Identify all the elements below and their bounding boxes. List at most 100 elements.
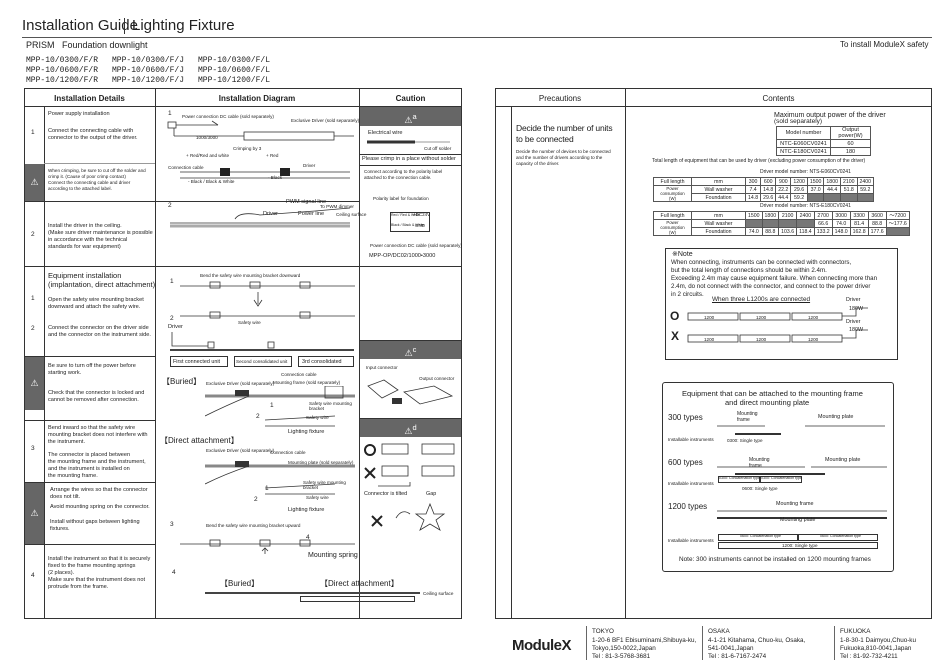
mp-h1: Output power(W) — [830, 126, 871, 140]
title-right: Lighting Fixture — [132, 17, 235, 34]
model-0-1: MPP-10/0300/F/J — [112, 56, 185, 65]
t2-ww3 — [796, 219, 815, 228]
right-col-divider — [625, 88, 626, 619]
mp-r0c1: 60 — [830, 139, 871, 148]
direct-n2: 2 — [254, 496, 258, 503]
t1-fd1: 29.6 — [760, 193, 777, 202]
t1-l5: 1800 — [823, 177, 841, 186]
step2-line-2: in accordance with the technical — [48, 237, 128, 243]
t2-ww2 — [778, 219, 798, 228]
step4-l0: Install the instrument so that it is sec… — [48, 556, 151, 562]
equip-300-i: 0300: Single type — [727, 438, 763, 443]
step2-line-0: Install the driver in the ceiling. — [48, 223, 122, 229]
diag3-mount-spring: Mounting spring — [308, 552, 358, 559]
t2-ww: Wall washer — [691, 219, 746, 228]
equip-1200-drawing — [717, 510, 887, 519]
office-osaka-l0: 4-1-21 Kitahama, Chuo-ku, Osaka, — [708, 637, 806, 644]
step1-num: 1 — [31, 129, 35, 136]
t2-full: Full length — [653, 211, 692, 220]
second-unit-box — [234, 356, 292, 367]
col-precautions-header: Precautions — [538, 94, 582, 103]
step3-warn-c0: Install without gaps between lighting — [50, 519, 140, 525]
total-len-title: Total length of equipment that can be us… — [652, 158, 866, 164]
ca-connect-1: attached to the connection cable. — [364, 175, 432, 180]
step1-line-0: Power supply installation — [48, 111, 110, 117]
cc-input: Input connector — [366, 365, 398, 370]
direct-safety-wire: Safety wire — [306, 495, 329, 500]
step3-b2: and the instrument is installed on — [48, 466, 130, 472]
warn2-l1-0: Be sure to turn off the power before — [48, 363, 136, 369]
office-osaka-l2: Tel : 81-6-7167-2474 — [708, 653, 767, 660]
note-l3: 2.4m, do not connect with the connector,… — [671, 283, 871, 290]
direct-drawing — [205, 461, 355, 495]
first-unit: First connected unit — [173, 359, 221, 365]
t1-ww1: 14.8 — [760, 185, 777, 194]
equip-d2-drawing — [170, 332, 354, 351]
t2-ww7: 88.8 — [867, 219, 887, 228]
ca-crimp-note: Please crimp in a place without solder — [362, 156, 456, 162]
left-header-rule — [24, 106, 462, 107]
equip-300-plate: Mounting plate — [818, 414, 854, 420]
decide-title-1: Decide the number of units — [516, 123, 613, 133]
step2-num: 2 — [31, 231, 35, 238]
step3-b1: the mounting frame and the instrument, — [48, 459, 146, 465]
t2-l1: 1800 — [761, 211, 780, 220]
t2-fd5: 148.0 — [831, 227, 851, 236]
t1-ww3: 29.6 — [790, 185, 808, 194]
buried-label: 【Buried】 — [162, 377, 202, 386]
product-name: Foundation downlight — [62, 40, 148, 50]
step1-rule — [44, 163, 155, 164]
diag2-to-pwm: To PWM dimmer — [320, 204, 354, 209]
step3-warn-c1: fixtures. — [50, 526, 70, 532]
diag4-direct: 【Direct attachment】 — [320, 579, 399, 588]
step1-line-3: connector to the output of the driver. — [48, 135, 138, 141]
diag1-red1: + Red/Red and white — [186, 153, 230, 158]
equip-s2-1: and the connector on the instrument side… — [48, 332, 151, 338]
t2-l6: 3300 — [849, 211, 869, 220]
office-tokyo-l1: Tokyo,150-0022,Japan — [592, 645, 656, 652]
left-col-caution-divider — [359, 88, 360, 619]
title-divider — [124, 18, 125, 34]
office-fukuoka-l1: Fukuoka,810-0041,Japan — [840, 645, 912, 652]
title-rule — [22, 37, 932, 38]
t1-l6: 2100 — [839, 177, 858, 186]
equip-1200-ic: 1200: Single type — [782, 543, 818, 548]
step3-a1: mounting bracket does not interfere with — [48, 432, 148, 438]
cd-gap: Gap — [426, 491, 437, 497]
cd-rule — [359, 418, 462, 419]
equip-1200-ib: 0600: Concatenation type — [820, 534, 861, 538]
first-unit-box — [170, 356, 228, 367]
ca-pl-black: Black / Black & White — [391, 223, 425, 227]
step1-warn-1: crimp it. (Cause of poor crimp contact) — [48, 174, 126, 179]
equip-num-2: 2 — [31, 325, 35, 332]
diag2-drawing — [170, 207, 351, 228]
t2-ww0 — [745, 219, 763, 228]
second-unit: Second consolidated unit — [236, 359, 288, 364]
buried-conn-cable: Connection cable — [281, 372, 317, 377]
ca-rule-2 — [359, 165, 462, 166]
t2-ww6: 81.4 — [849, 219, 869, 228]
cc-rule — [359, 340, 462, 341]
ca-pl-plus: +DC24V — [413, 212, 431, 217]
t2-l2: 2100 — [778, 211, 798, 220]
step4-rule — [24, 544, 155, 545]
equip-title-1: Equipment installation — [48, 271, 122, 280]
note-ng-drawing — [687, 329, 868, 343]
equip-t300: 300 types — [668, 413, 703, 422]
note-driver-2: Driver — [846, 319, 861, 325]
t1-fd6 — [839, 193, 858, 202]
driver-table-2: Full length mm 1500 1800 2100 2400 2700 … — [653, 211, 910, 236]
diag1-len: 1000/3000 — [196, 135, 218, 140]
ca-polarity-label: Polarity label for foundation — [373, 196, 429, 201]
equip-1200-ia: 0600: Concatenation type — [740, 534, 781, 538]
step3-rule — [24, 420, 155, 421]
model-2-2: MPP-10/1200/F/L — [198, 76, 271, 85]
direct-label: 【Direct attachment】 — [160, 436, 239, 445]
t2-fd2: 103.6 — [778, 227, 798, 236]
ca-pl-red: Red / Red & White — [391, 213, 420, 217]
t2-fd1: 88.8 — [761, 227, 780, 236]
ca-polarity-box — [390, 212, 430, 232]
t2-power: Power consumption(W) — [653, 219, 692, 236]
equip-box-title-1: Equipment that can be attached to the mo… — [682, 389, 863, 398]
equip-600-ib: 0300: Concatenation type — [761, 476, 802, 480]
